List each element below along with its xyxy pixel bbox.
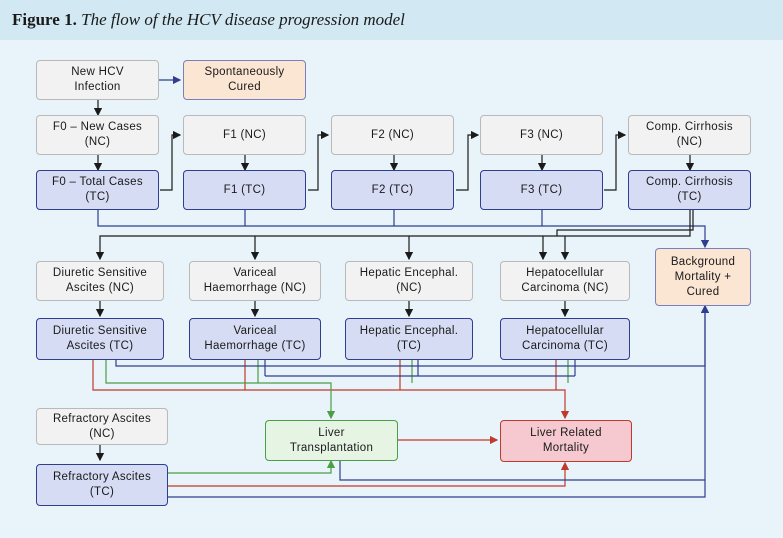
node-f0-nc: F0 – New Cases (NC): [36, 115, 159, 155]
flow-edge: [456, 130, 480, 191]
flow-edge: [556, 210, 694, 236]
node-liver-transplantation: Liver Transplantation: [265, 420, 398, 461]
node-hepatic-encephal-nc: Hepatic Encephal. (NC): [345, 261, 473, 301]
diagram-canvas: New HCV Infection Spontaneously Cured F0…: [0, 40, 783, 538]
flow-edge: [105, 360, 336, 420]
node-background-mortality-cured: Background Mortality + Cured: [655, 248, 751, 306]
node-diuretic-sensitive-ascites-nc: Diuretic Sensitive Ascites (NC): [36, 261, 164, 301]
node-liver-related-mortality: Liver Related Mortality: [500, 420, 632, 462]
figure-number: Figure 1.: [12, 10, 77, 29]
node-f3-tc: F3 (TC): [480, 170, 603, 210]
node-f0-tc: F0 – Total Cases (TC): [36, 170, 159, 210]
node-spontaneously-cured: Spontaneously Cured: [183, 60, 306, 100]
node-f2-nc: F2 (NC): [331, 115, 454, 155]
node-refractory-ascites-nc: Refractory Ascites (NC): [36, 408, 168, 445]
node-hepatic-encephal-tc: Hepatic Encephal. (TC): [345, 318, 473, 360]
node-comp-cirrhosis-tc: Comp. Cirrhosis (TC): [628, 170, 751, 210]
node-hepatocellular-carcinoma-nc: Hepatocellular Carcinoma (NC): [500, 261, 630, 301]
node-f2-tc: F2 (TC): [331, 170, 454, 210]
flow-edge: [97, 210, 710, 249]
node-f1-tc: F1 (TC): [183, 170, 306, 210]
figure-title: Figure 1. The flow of the HCV disease pr…: [12, 10, 405, 30]
flow-edge: [168, 304, 710, 498]
flow-arrows: [92, 75, 710, 498]
flow-edge: [168, 461, 570, 487]
flow-edge: [308, 130, 330, 191]
node-comp-cirrhosis-nc: Comp. Cirrhosis (NC): [628, 115, 751, 155]
flow-edge: [168, 459, 336, 474]
flow-edge: [604, 130, 627, 191]
figure-header: Figure 1. The flow of the HCV disease pr…: [0, 0, 783, 40]
node-diuretic-sensitive-ascites-tc: Diuretic Sensitive Ascites (TC): [36, 318, 164, 360]
node-variceal-haemorrhage-nc: Variceal Haemorrhage (NC): [189, 261, 321, 301]
flow-edge: [160, 130, 182, 191]
node-f3-nc: F3 (NC): [480, 115, 603, 155]
flow-edge: [92, 360, 570, 420]
node-f1-nc: F1 (NC): [183, 115, 306, 155]
figure-caption: The flow of the HCV disease progression …: [81, 10, 405, 29]
node-refractory-ascites-tc: Refractory Ascites (TC): [36, 464, 168, 506]
flow-edge: [339, 461, 705, 481]
node-hepatocellular-carcinoma-tc: Hepatocellular Carcinoma (TC): [500, 318, 630, 360]
node-new-hcv-infection: New HCV Infection: [36, 60, 159, 100]
node-variceal-haemorrhage-tc: Variceal Haemorrhage (TC): [189, 318, 321, 360]
flow-edge: [95, 210, 691, 261]
